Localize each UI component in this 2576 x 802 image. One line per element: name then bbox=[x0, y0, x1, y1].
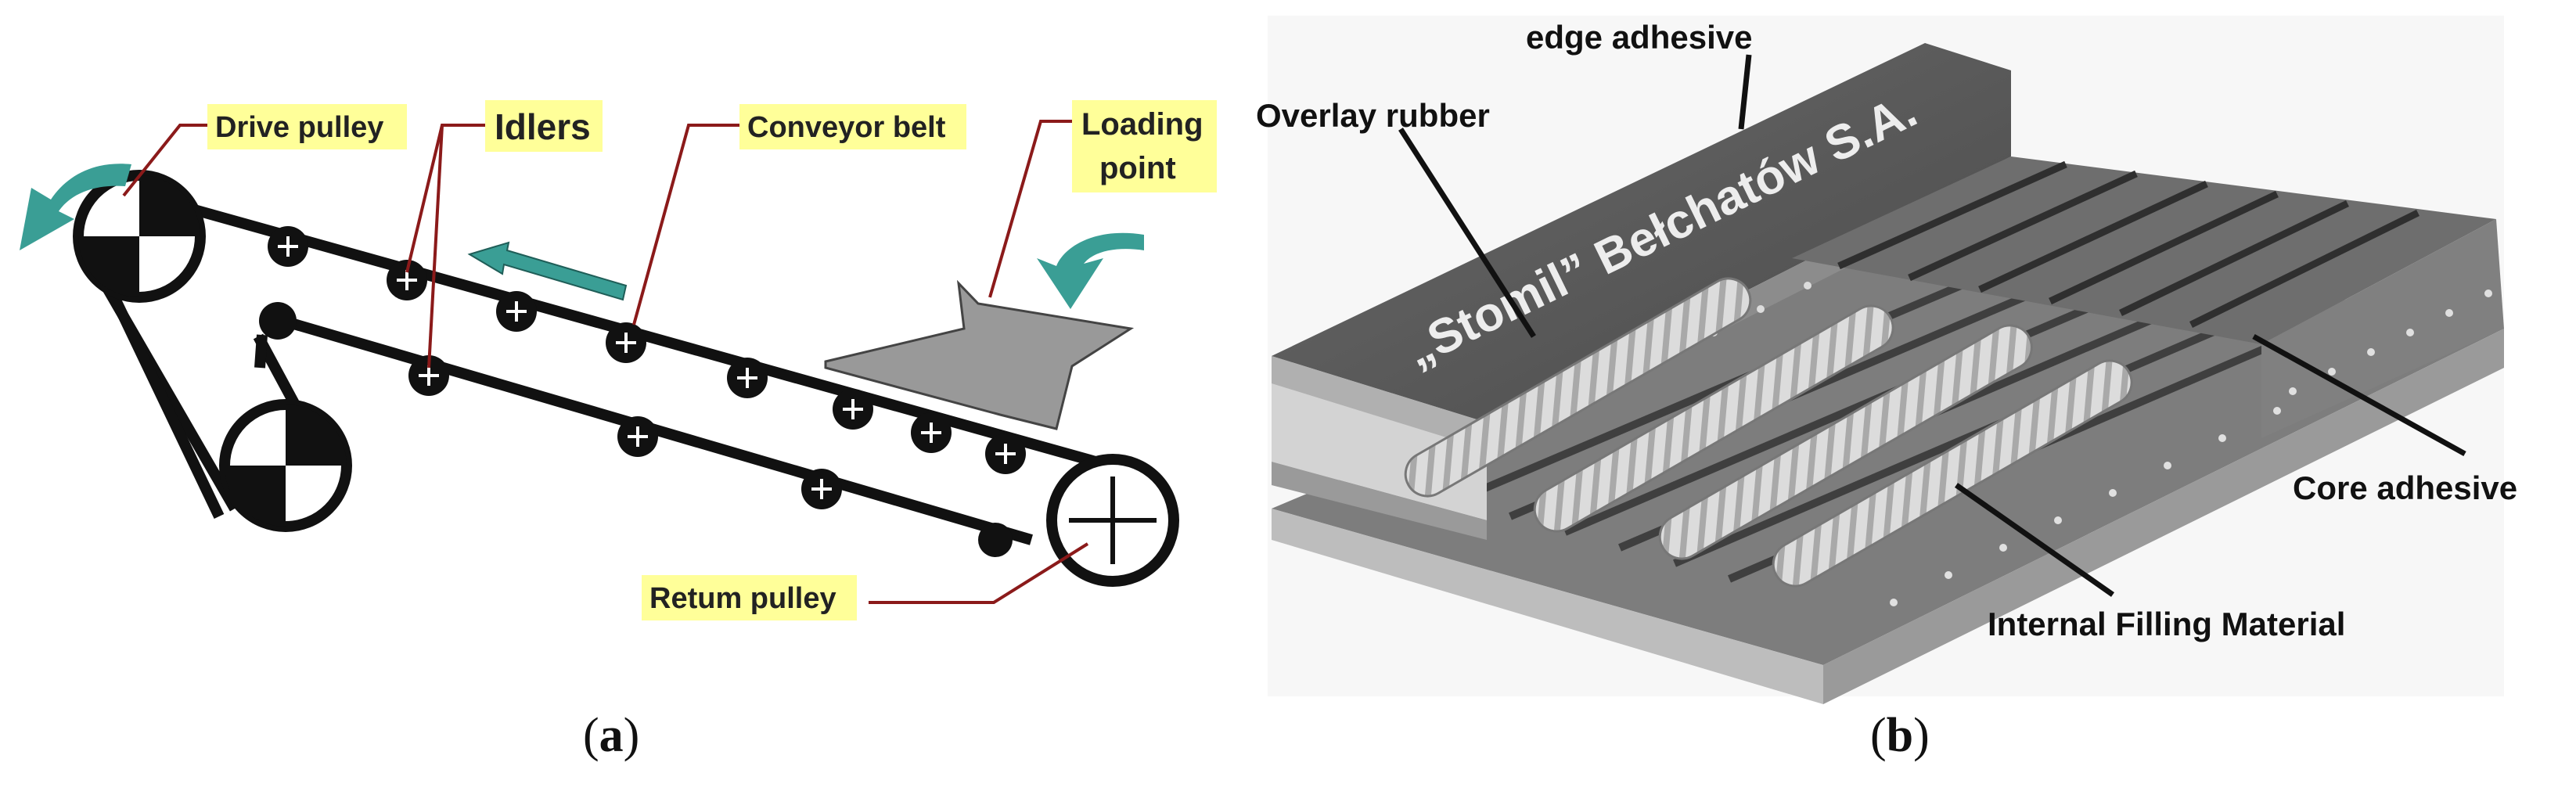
idler bbox=[268, 226, 308, 267]
right-block-grooves bbox=[1837, 160, 2419, 329]
label-conveyor-belt: Conveyor belt bbox=[739, 104, 966, 149]
idler bbox=[606, 322, 646, 363]
belt-direction-arrow bbox=[467, 241, 628, 301]
label-idlers: Idlers bbox=[485, 100, 603, 152]
label-drive-pulley: Drive pulley bbox=[207, 104, 407, 149]
idler bbox=[496, 291, 537, 332]
idler bbox=[727, 358, 768, 398]
loading-hopper bbox=[824, 279, 1135, 430]
tension-pulley bbox=[219, 399, 352, 532]
leader-lines bbox=[122, 120, 1089, 604]
overlay-rubber-top bbox=[1272, 43, 2011, 423]
drive-rotation-arrow bbox=[20, 164, 131, 250]
bottom-layer-side bbox=[1823, 329, 2504, 704]
right-block-top bbox=[1792, 156, 2496, 344]
label-loading-point-line2: point bbox=[1099, 151, 1176, 185]
bottom-layer-front bbox=[1272, 509, 1823, 704]
label-loading-point: Loading point bbox=[1072, 100, 1217, 192]
snub-roller-return bbox=[978, 523, 1013, 557]
label-overlay-rubber: Overlay rubber bbox=[1256, 97, 1490, 134]
steel-cable bbox=[1658, 324, 2033, 560]
idler bbox=[911, 412, 952, 453]
label-drive-pulley-text: Drive pulley bbox=[215, 111, 383, 144]
label-loading-point-line1: Loading bbox=[1081, 107, 1203, 142]
label-conveyor-belt-text: Conveyor belt bbox=[747, 111, 946, 144]
caption-b-letter: b bbox=[1886, 709, 1914, 762]
idler bbox=[801, 469, 842, 509]
label-core-adhesive: Core adhesive bbox=[2293, 469, 2517, 506]
idler bbox=[833, 389, 873, 430]
idler bbox=[617, 416, 658, 457]
core-layer-front-left-lower bbox=[1272, 462, 1487, 540]
idler bbox=[985, 433, 1026, 474]
idler bbox=[408, 355, 449, 396]
steel-cable bbox=[1533, 304, 1894, 533]
overlay-rubber-front bbox=[1272, 356, 1487, 450]
panel-a-conveyor-diagram: Drive pulley Idlers Conveyor belt Loadin… bbox=[20, 100, 1217, 620]
steel-cable bbox=[1404, 277, 1752, 498]
label-edge-adhesive: edge adhesive bbox=[1526, 19, 1752, 56]
caption-a: (a) bbox=[583, 709, 640, 762]
label-return-pulley-text: Retum pulley bbox=[649, 582, 836, 615]
belt-snub-link bbox=[254, 334, 268, 369]
caption-a-letter: a bbox=[599, 709, 624, 762]
idlers-lower bbox=[408, 355, 842, 509]
idlers-upper bbox=[268, 226, 1026, 474]
idler bbox=[387, 260, 427, 300]
drive-pulley bbox=[73, 170, 206, 303]
side-dots bbox=[1890, 290, 2492, 606]
panel-b-leader-lines bbox=[1398, 54, 2466, 597]
panel-b-belt-cross-section: „Stomil” Bełchatów S.A. bbox=[1256, 16, 2517, 704]
label-return-pulley: Retum pulley bbox=[642, 575, 857, 620]
right-block-side bbox=[2261, 219, 2504, 438]
label-idlers-text: Idlers bbox=[495, 106, 591, 147]
caption-b: (b) bbox=[1870, 709, 1930, 762]
label-internal-filling: Internal Filling Material bbox=[1988, 606, 2345, 642]
loading-arrow bbox=[1037, 232, 1144, 309]
return-pulley bbox=[1046, 454, 1179, 587]
steel-cables bbox=[1404, 277, 2133, 588]
snub-roller-top bbox=[259, 302, 297, 340]
